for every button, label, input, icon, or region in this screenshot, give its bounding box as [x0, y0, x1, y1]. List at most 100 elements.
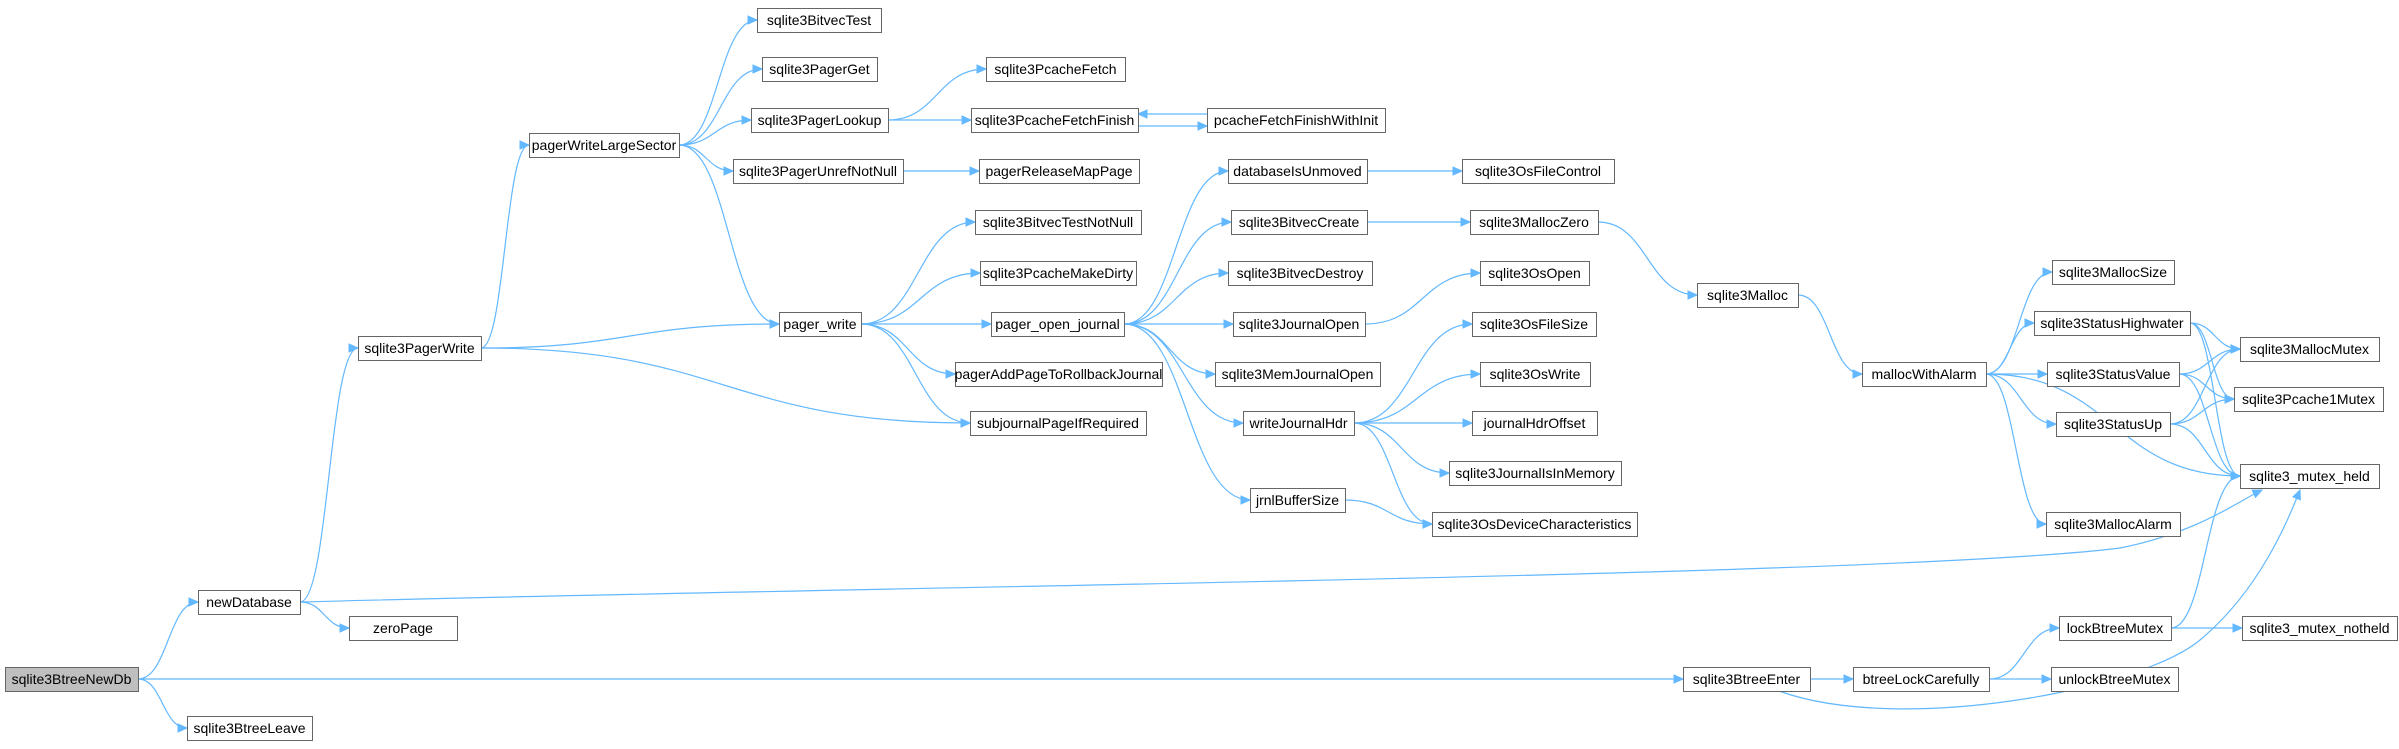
node-sqlite3Pcache1Mutex[interactable]: sqlite3Pcache1Mutex — [2234, 387, 2384, 412]
edge-writeJournalHdr-to-sqlite3OsFileSize — [1353, 319, 1474, 424]
node-label: sqlite3PcacheFetch — [994, 61, 1116, 77]
node-label: sqlite3JournalOpen — [1239, 316, 1360, 332]
edge-line — [860, 221, 976, 325]
edge-arrowhead — [1218, 166, 1230, 176]
node-sqlite3StatusHighwater[interactable]: sqlite3StatusHighwater — [2034, 311, 2191, 336]
node-sqlite3MallocMutex[interactable]: sqlite3MallocMutex — [2240, 337, 2380, 362]
node-sqlite3Malloc[interactable]: sqlite3Malloc — [1697, 283, 1799, 308]
edge-pager_write-to-pagerAddPageToRollbackJournal — [860, 323, 957, 379]
node-label: sqlite3Malloc — [1707, 287, 1788, 303]
node-sqlite3JournalIsInMemory[interactable]: sqlite3JournalIsInMemory — [1449, 461, 1622, 486]
node-pagerAddPageToRollbackJournal[interactable]: pagerAddPageToRollbackJournal — [955, 362, 1163, 387]
node-sqlite3OsFileSize[interactable]: sqlite3OsFileSize — [1472, 312, 1597, 337]
edge-btreeLockCarefully-to-unlockBtreeMutex — [1989, 674, 2053, 684]
node-sqlite3StatusUp[interactable]: sqlite3StatusUp — [2056, 412, 2171, 437]
edge-sqlite3BtreeEnter-to-btreeLockCarefully — [1810, 674, 1855, 684]
node-box — [1228, 159, 1368, 184]
node-subjournalPageIfRequired[interactable]: subjournalPageIfRequired — [970, 411, 1147, 436]
node-zeroPage[interactable]: zeroPage — [349, 616, 458, 641]
node-sqlite3OsDeviceCharacteristics[interactable]: sqlite3OsDeviceCharacteristics — [1432, 512, 1638, 537]
node-sqlite3BitvecTest[interactable]: sqlite3BitvecTest — [757, 8, 882, 33]
node-label: sqlite3BitvecTest — [767, 12, 871, 28]
node-sqlite3MemJournalOpen[interactable]: sqlite3MemJournalOpen — [1215, 362, 1381, 387]
node-unlockBtreeMutex[interactable]: unlockBtreeMutex — [2051, 667, 2179, 692]
node-sqlite3_mutex_held[interactable]: sqlite3_mutex_held — [2240, 464, 2380, 489]
node-box — [1231, 210, 1368, 235]
node-sqlite3BtreeNewDb[interactable]: sqlite3BtreeNewDb — [5, 667, 139, 692]
node-label: journalHdrOffset — [1483, 415, 1586, 431]
node-journalHdrOffset[interactable]: journalHdrOffset — [1472, 411, 1598, 436]
node-box — [2242, 616, 2398, 641]
node-label: sqlite3Pcache1Mutex — [2242, 391, 2375, 407]
node-sqlite3PagerUnrefNotNull[interactable]: sqlite3PagerUnrefNotNull — [733, 159, 904, 184]
node-label: sqlite3BtreeLeave — [193, 720, 305, 736]
node-sqlite3PagerLookup[interactable]: sqlite3PagerLookup — [751, 108, 889, 133]
edge-pager_write-to-sqlite3BitvecTestNotNull — [860, 217, 977, 325]
node-sqlite3JournalOpen[interactable]: sqlite3JournalOpen — [1233, 312, 1366, 337]
edge-line — [678, 19, 758, 146]
node-pager_write[interactable]: pager_write — [779, 312, 862, 337]
node-box — [762, 57, 878, 82]
node-label: zeroPage — [373, 620, 433, 636]
edge-mallocWithAlarm-to-sqlite3StatusHighwater — [1985, 318, 2036, 375]
node-sqlite3PagerWrite[interactable]: sqlite3PagerWrite — [358, 336, 482, 361]
node-box — [529, 133, 680, 158]
node-sqlite3BtreeEnter[interactable]: sqlite3BtreeEnter — [1683, 667, 1811, 692]
node-sqlite3OsWrite[interactable]: sqlite3OsWrite — [1480, 362, 1591, 387]
edge-line — [1597, 221, 1698, 296]
node-box — [1250, 488, 1346, 513]
node-box — [2059, 616, 2172, 641]
node-pagerReleaseMapPage[interactable]: pagerReleaseMapPage — [979, 159, 1140, 184]
edge-arrowhead — [1197, 121, 1209, 131]
edge-pager_open_journal-to-sqlite3BitvecDestroy — [1123, 268, 1230, 325]
node-label: sqlite3BtreeNewDb — [12, 671, 132, 687]
nodes: sqlite3BtreeNewDb newDatabase sqlite3Btree… — [5, 8, 2398, 741]
node-label: sqlite3StatusUp — [2064, 416, 2162, 432]
node-databaseIsUnmoved[interactable]: databaseIsUnmoved — [1228, 159, 1368, 184]
node-sqlite3MallocAlarm[interactable]: sqlite3MallocAlarm — [2046, 512, 2181, 537]
node-sqlite3StatusValue[interactable]: sqlite3StatusValue — [2047, 362, 2180, 387]
node-sqlite3BtreeLeave[interactable]: sqlite3BtreeLeave — [187, 716, 313, 741]
node-sqlite3OsFileControl[interactable]: sqlite3OsFileControl — [1462, 159, 1615, 184]
node-sqlite3PcacheMakeDirty[interactable]: sqlite3PcacheMakeDirty — [980, 261, 1137, 286]
node-box — [1862, 362, 1987, 387]
node-label: writeJournalHdr — [1248, 415, 1347, 431]
node-label: sqlite3JournalIsInMemory — [1455, 465, 1615, 481]
edge-arrowhead — [945, 369, 957, 379]
node-label: mallocWithAlarm — [1871, 366, 1976, 382]
node-sqlite3_mutex_notheld[interactable]: sqlite3_mutex_notheld — [2242, 616, 2398, 641]
node-sqlite3OsOpen[interactable]: sqlite3OsOpen — [1480, 261, 1590, 286]
node-btreeLockCarefully[interactable]: btreeLockCarefully — [1853, 667, 1990, 692]
node-label: pager_open_journal — [995, 316, 1120, 332]
node-writeJournalHdr[interactable]: writeJournalHdr — [1243, 411, 1355, 436]
node-sqlite3MallocZero[interactable]: sqlite3MallocZero — [1470, 210, 1599, 235]
node-sqlite3PcacheFetchFinish[interactable]: sqlite3PcacheFetchFinish — [971, 108, 1139, 133]
node-jrnlBufferSize[interactable]: jrnlBufferSize — [1250, 488, 1346, 513]
node-pcacheFetchFinishWithInit[interactable]: pcacheFetchFinishWithInit — [1207, 108, 1386, 133]
edge-newDatabase-to-zeroPage — [299, 601, 351, 633]
node-mallocWithAlarm[interactable]: mallocWithAlarm — [1862, 362, 1987, 387]
node-box — [349, 616, 458, 641]
edge-line — [480, 144, 530, 349]
node-sqlite3MallocSize[interactable]: sqlite3MallocSize — [2052, 260, 2175, 285]
edge-sqlite3Malloc-to-mallocWithAlarm — [1797, 294, 1864, 379]
node-sqlite3BitvecDestroy[interactable]: sqlite3BitvecDestroy — [1228, 261, 1373, 286]
node-sqlite3BitvecCreate[interactable]: sqlite3BitvecCreate — [1231, 210, 1368, 235]
edge-line — [1778, 489, 2301, 710]
edge-pagerWriteLargeSector-to-sqlite3PagerUnrefNotNull — [678, 144, 735, 176]
node-box — [1449, 461, 1622, 486]
node-sqlite3PagerGet[interactable]: sqlite3PagerGet — [762, 57, 878, 82]
node-box — [1243, 411, 1355, 436]
edge-arrowhead — [1136, 109, 1148, 119]
node-label: sqlite3PcacheMakeDirty — [983, 265, 1133, 281]
node-pager_open_journal[interactable]: pager_open_journal — [991, 312, 1125, 337]
node-sqlite3PcacheFetch[interactable]: sqlite3PcacheFetch — [986, 57, 1126, 82]
node-sqlite3BitvecTestNotNull[interactable]: sqlite3BitvecTestNotNull — [975, 210, 1142, 235]
node-lockBtreeMutex[interactable]: lockBtreeMutex — [2059, 616, 2172, 641]
node-pagerWriteLargeSector[interactable]: pagerWriteLargeSector — [529, 133, 680, 158]
edge-arrowhead — [1233, 418, 1245, 428]
node-newDatabase[interactable]: newDatabase — [198, 590, 301, 615]
edge-line — [1123, 221, 1232, 325]
edge-arrowhead — [2230, 471, 2242, 481]
node-label: sqlite3BitvecCreate — [1239, 214, 1360, 230]
